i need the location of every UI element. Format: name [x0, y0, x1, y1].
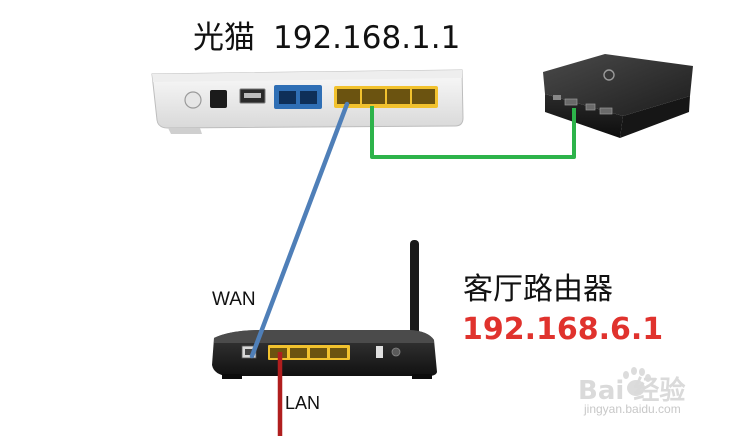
router-power-switch — [376, 346, 383, 358]
phone-ports — [274, 85, 322, 109]
wireless-router — [212, 240, 437, 379]
modem-title: 光猫 192.168.1.1 — [193, 18, 478, 58]
power-button-icon — [184, 91, 202, 109]
modem-name: 光猫 — [193, 20, 255, 56]
tvbox-cable — [370, 106, 576, 159]
router-name: 客厅路由器 — [463, 272, 613, 307]
watermark-url: jingyan.baidu.com — [584, 402, 681, 416]
tv-box — [543, 54, 693, 138]
watermark-brand: Bai 经验 — [578, 376, 686, 406]
wan-cable — [249, 101, 350, 359]
power-jack-icon — [210, 90, 227, 108]
wan-label: WAN — [212, 289, 256, 310]
router-ip: 192.168.6.1 — [462, 312, 664, 347]
modem-lan-ports — [334, 86, 438, 108]
lan-label: LAN — [285, 393, 321, 413]
tv-box-logo-icon — [603, 69, 615, 81]
modem-ip: 192.168.1.1 — [273, 20, 461, 56]
baidu-paw-icon — [623, 367, 651, 396]
router-antenna — [410, 240, 419, 350]
optical-modem — [151, 69, 464, 134]
